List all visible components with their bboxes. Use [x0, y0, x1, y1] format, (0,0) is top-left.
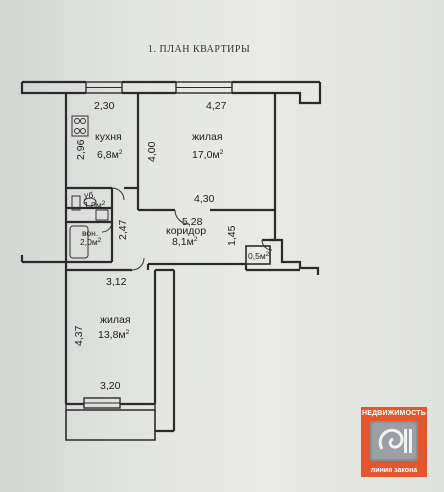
wall-corridor-right: [262, 214, 277, 242]
room-area-living2: 13,8м2: [98, 329, 130, 341]
walls: [20, 80, 322, 441]
logo-text-bottom: линия закона: [370, 467, 418, 474]
sink-icon: [95, 209, 109, 221]
stove-burner-icon: [74, 118, 80, 124]
door-living2: [131, 257, 145, 271]
wall-entrance: [270, 238, 320, 275]
room-area-bath: 2,0м2: [80, 237, 102, 247]
room-name-toilet: уб.: [84, 190, 96, 200]
logo-swirl-icon: [372, 423, 416, 459]
stove-burner-icon: [80, 128, 86, 134]
stove-burner-icon: [80, 118, 86, 124]
dim-bath-depth: 2,47: [117, 219, 129, 240]
room-name-bath: вон.: [82, 228, 98, 238]
room-name-corridor: коридор: [166, 225, 206, 237]
dim-corridor-depth: 1,45: [226, 225, 238, 246]
room-area-corridor: 8,1м2: [172, 236, 198, 248]
fixtures: [69, 115, 109, 259]
dim-living2-width-bottom: 3,20: [100, 380, 121, 392]
dim-living1-width-top: 4,27: [206, 100, 227, 112]
door-bath: [101, 221, 113, 233]
logo-text-top: НЕДВИЖИМОСТЬ: [361, 410, 427, 417]
doors: [101, 187, 273, 271]
balcony-rail: [65, 404, 156, 411]
door-kitchen: [111, 187, 125, 201]
room-name-living1: жилая: [192, 131, 223, 143]
dim-kitchen-depth: 2,96: [75, 139, 87, 160]
door-living1: [174, 209, 190, 225]
room-area-kitchen: 6,8м2: [97, 149, 123, 161]
plan-title: 1. ПЛАН КВАРТИРЫ: [148, 44, 250, 55]
dim-living2-depth: 4,37: [73, 325, 85, 346]
door-closet: [261, 239, 273, 251]
closet: [245, 245, 271, 265]
toilet-icon: [83, 197, 97, 207]
dim-living1-depth: 4,00: [146, 141, 158, 162]
logo-emblem-icon: [370, 421, 418, 461]
wall-top-left-stub: [20, 82, 66, 95]
room-name-kitchen: кухня: [95, 131, 122, 143]
dimension-labels: 2,30 2,96 4,27 4,00 4,30 5,28 1,45 2,47 …: [73, 100, 238, 392]
room-labels: кухня 6,8м2 жилая 17,0м2 уб. 1,0м2 вон. …: [80, 131, 270, 341]
room-area-toilet: 1,0м2: [84, 200, 106, 210]
agency-logo: НЕДВИЖИМОСТЬ линия закона: [361, 407, 427, 477]
balcony: [65, 410, 156, 441]
dim-living2-width-top: 3,12: [106, 276, 127, 288]
room-area-closet: 0,5м2: [248, 251, 270, 261]
dim-living1-width-bottom: 4,30: [194, 193, 215, 205]
room-name-living2: жилая: [100, 314, 131, 326]
stove-icon: [71, 115, 89, 137]
bathtub-icon: [69, 225, 89, 259]
dim-kitchen-width: 2,30: [94, 100, 115, 112]
dim-corridor-length: 5,28: [182, 216, 203, 228]
toilet-tank-icon: [71, 195, 81, 211]
room-area-living1: 17,0м2: [192, 149, 224, 161]
wall-top-right-corner: [275, 82, 322, 105]
stove-burner-icon: [74, 128, 80, 134]
